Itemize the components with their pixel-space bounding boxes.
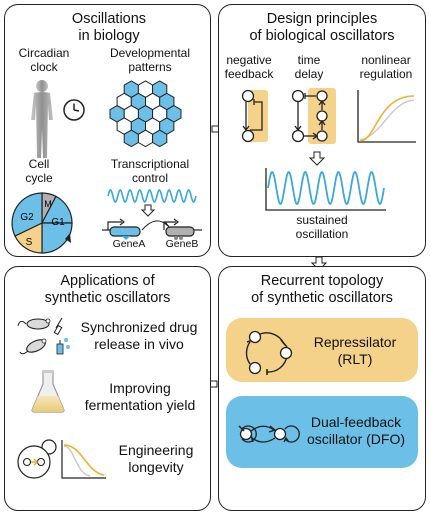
- panel-applications-title-line2: synthetic oscillators: [44, 289, 171, 306]
- transcription-wave-icon: [107, 189, 197, 203]
- drug-release-label-line1: Synchronized drug: [80, 319, 198, 335]
- clock-icon: [63, 99, 85, 121]
- panel-applications-title: Applications of synthetic oscillators: [6, 273, 209, 306]
- panel-biology-title-line1: Oscillations: [71, 11, 147, 27]
- nonlinear-regulation-plot-icon: [357, 90, 416, 143]
- panel-topology-title: Recurrent topology of synthetic oscillat…: [220, 273, 424, 306]
- nonlinear-regulation-label: nonlinear regulation: [354, 53, 418, 82]
- dfo-box: [226, 396, 418, 468]
- yeast-cell-icon: [17, 439, 57, 479]
- delay-label-line1: time: [297, 53, 321, 67]
- sustained-oscillation-plot-icon: [265, 168, 386, 211]
- longevity-label-line2: longevity: [128, 458, 184, 475]
- longevity-label: Engineering longevity: [108, 442, 204, 476]
- down-arrow-icon: [140, 204, 156, 217]
- fermentation-flask-icon: [31, 370, 65, 413]
- developmental-label-line2: patterns: [128, 59, 172, 74]
- delay-label-line2: delay: [294, 66, 324, 81]
- fermentation-label-line2: fermentation yield: [84, 396, 196, 413]
- circadian-label-line2: clock: [30, 59, 58, 74]
- developmental-patterns-label: Developmental patterns: [98, 46, 202, 75]
- cell-cycle-pie-icon: M G1 S G2: [11, 192, 73, 254]
- gene-b-label: GeneB: [165, 238, 199, 250]
- sustained-oscillation-label: sustained oscillation: [276, 213, 368, 242]
- hexagon-cell: [152, 129, 168, 148]
- transcriptional-label-line2: control: [131, 170, 169, 185]
- longevity-label-line1: Engineering: [118, 442, 194, 458]
- transcriptional-label-line1: Transcriptional: [110, 157, 190, 171]
- panel-topology-title-line2: of synthetic oscillators: [251, 289, 393, 306]
- transcriptional-control-label: Transcriptional control: [98, 157, 202, 186]
- hexagon-cell: [137, 129, 154, 148]
- phase-g1-label: G1: [51, 217, 65, 228]
- cell-cycle-label-line1: Cell: [28, 157, 50, 171]
- time-delay-icon: [291, 88, 336, 144]
- dfo-label-line2: oscillator (DFO): [306, 430, 405, 447]
- phase-m-label: M: [44, 199, 52, 209]
- negative-feedback-icon: [241, 89, 268, 143]
- fermentation-label: Improving fermentation yield: [74, 380, 206, 414]
- phase-g2-label: G2: [20, 212, 34, 223]
- time-delay-label: time delay: [285, 53, 333, 82]
- nonlinear-label-line1: nonlinear: [361, 53, 411, 67]
- panel-biology-title-line2: in biology: [78, 27, 140, 44]
- negative-label-line2: feedback: [224, 66, 274, 81]
- panel-recurrent-topology: [218, 266, 426, 511]
- negative-feedback-label: negative feedback: [222, 53, 276, 82]
- panel-design-title-line1: Design principles: [266, 11, 378, 27]
- panel-design-title: Design principles of biological oscillat…: [220, 11, 424, 44]
- repressilator-ring-icon: [245, 330, 293, 375]
- sustained-label-line1: sustained: [296, 213, 348, 227]
- human-silhouette-icon: [31, 80, 53, 158]
- repressilator-label-line1: Repressilator: [313, 334, 397, 350]
- dfo-label: Dual-feedback oscillator (DFO): [298, 414, 414, 448]
- longevity-plot-icon: [61, 440, 106, 479]
- repressilator-label-line2: (RLT): [337, 350, 373, 367]
- fermentation-label-line1: Improving: [109, 380, 171, 396]
- hexagon-pattern-icon: [109, 80, 182, 148]
- negative-label-line1: negative: [226, 53, 272, 67]
- drug-release-label-line2: release in vivo: [94, 335, 184, 352]
- cell-cycle-label: Cell cycle: [12, 157, 66, 186]
- hexagon-cell: [123, 129, 139, 148]
- down-arrow-icon: [308, 151, 326, 166]
- gene-a-label: GeneA: [112, 238, 146, 250]
- phase-s-label: S: [26, 237, 33, 248]
- drug-release-label: Synchronized drug release in vivo: [72, 319, 206, 353]
- cell-cycle-label-line2: cycle: [25, 170, 53, 185]
- gene-circuit-icon: [102, 218, 202, 240]
- repressilator-label: Repressilator (RLT): [298, 334, 412, 368]
- panel-design-title-line2: of biological oscillators: [249, 27, 395, 44]
- dfo-label-line1: Dual-feedback: [310, 414, 402, 430]
- dual-feedback-icon: [238, 425, 300, 443]
- developmental-label-line1: Developmental: [109, 46, 191, 60]
- circadian-clock-label: Circadian clock: [12, 46, 76, 75]
- sustained-label-line2: oscillation: [295, 226, 349, 241]
- panel-applications-title-line1: Applications of: [60, 273, 155, 289]
- panel-topology-title-line1: Recurrent topology: [260, 273, 384, 289]
- panel-biology-title: Oscillations in biology: [44, 11, 174, 44]
- nonlinear-label-line2: regulation: [359, 66, 413, 81]
- circadian-label-line1: Circadian: [18, 46, 70, 60]
- mice-icon: [17, 317, 70, 355]
